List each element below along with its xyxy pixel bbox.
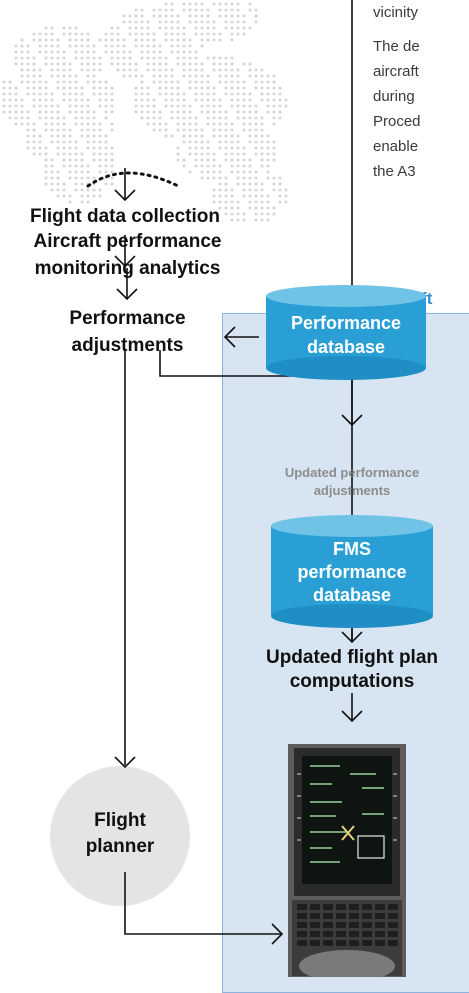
world-map-dots (2, 2, 288, 222)
arrow-down-icon (114, 168, 136, 202)
fms-database-label-3: database (312, 585, 392, 605)
performance-database-label-2: database (306, 337, 386, 357)
fms-database-label-1: FMS (333, 539, 371, 559)
fms-cockpit-display (288, 744, 406, 977)
arrow-down-icon (114, 350, 136, 769)
fms-database-label-2: performance (297, 562, 407, 582)
planner-label-1: Flight (94, 810, 146, 831)
arrow-right-icon (124, 872, 284, 945)
fms-database-cylinder (271, 515, 433, 628)
computations-label-2: computations (289, 671, 415, 692)
performance-database-label-1: Performance (290, 313, 402, 333)
computations-label-1: Updated flight plan (265, 647, 439, 668)
analytics-label-line1: Aircraft performance (33, 231, 222, 252)
analytics-label-line2: monitoring analytics (34, 258, 221, 279)
arrow-down-icon (116, 268, 138, 301)
flight-data-collection-label: Flight data collection (29, 206, 220, 227)
updated-adjustments-label-2: adjustments (313, 483, 391, 498)
flight-planner-circle (50, 766, 190, 906)
arrow-down-icon (341, 693, 363, 723)
side-text-line: during (373, 88, 415, 105)
arrow-left-icon (223, 326, 259, 348)
side-text-line: The de (373, 38, 420, 55)
side-text-line: vicinity (373, 4, 419, 21)
side-text-line: the A3 (373, 163, 416, 180)
adjustments-label-line1: Performance (69, 308, 186, 329)
planner-label-2: planner (85, 836, 155, 857)
adjustments-label-line2: adjustments (71, 335, 184, 356)
side-text-line: aircraft (373, 63, 419, 80)
side-text-line: enable (373, 138, 419, 155)
performance-database-cylinder (266, 285, 426, 380)
side-text-line: Proced (373, 113, 421, 130)
dotted-arc (86, 171, 180, 188)
updated-adjustments-label-1: Updated performance (284, 465, 420, 480)
arrow-down-icon (114, 235, 136, 268)
